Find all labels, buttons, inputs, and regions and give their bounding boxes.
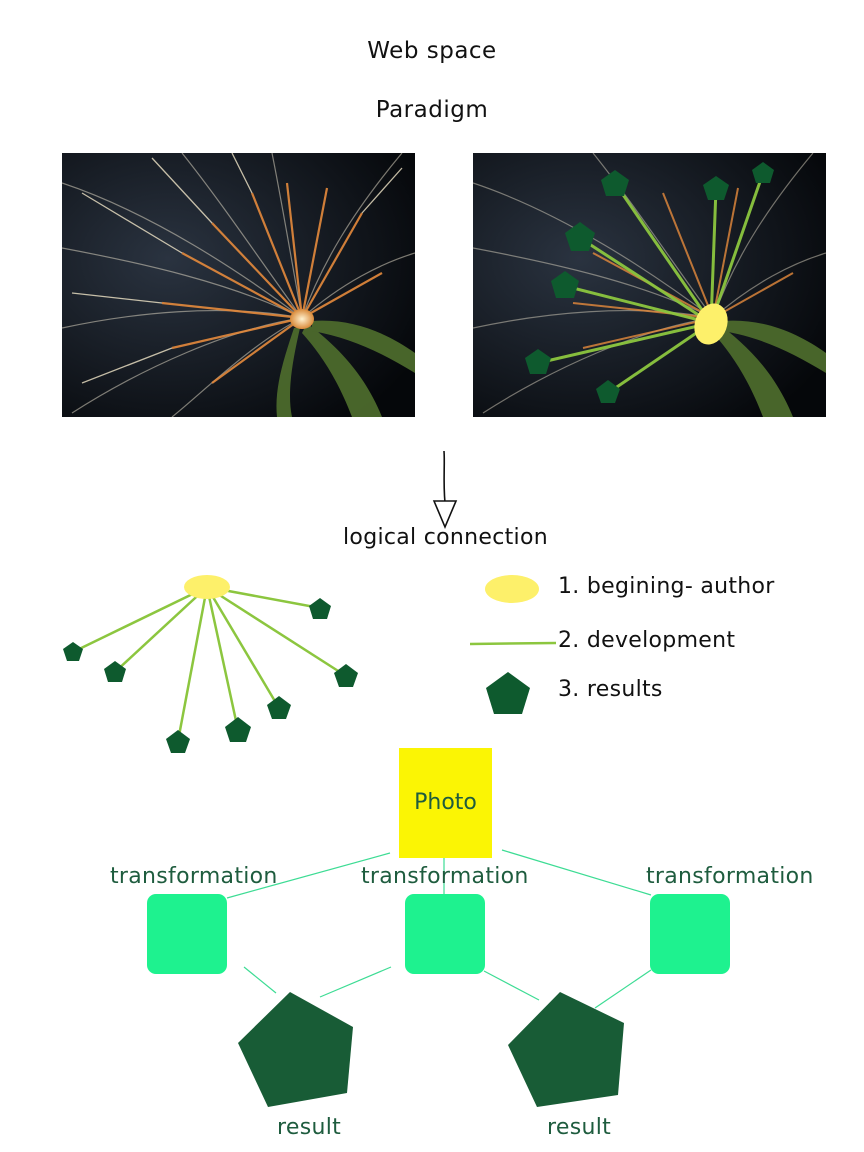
legend-item-results: 3. results [558,677,663,702]
result-label-left: result [277,1115,342,1140]
down-arrow-icon [432,450,458,530]
legend-item-development: 2. development [558,628,736,653]
transformation-node-center [405,894,485,974]
dandelion-photo-original [62,153,415,417]
legend-item-author: 1. begining- author [558,574,775,599]
page-title: Web space [367,38,497,64]
dark-green-pentagon-icon [486,672,530,714]
page-subtitle: Paradigm [375,97,489,123]
dandelion-photo-annotated [473,153,826,417]
transformation-label-left: transformation [110,864,278,889]
arrow-label: logical connection [343,525,548,550]
yellow-ellipse-icon [485,575,539,603]
transformation-node-left [147,894,227,974]
photo-node: Photo [399,748,492,858]
result-label-right: result [547,1115,612,1140]
green-line-icon [469,641,557,646]
transformation-label-right: transformation [646,864,814,889]
result-pentagon-left [238,992,353,1107]
photo-node-label: Photo [414,790,477,815]
transformation-label-center: transformation [361,864,529,889]
transformation-node-right [650,894,730,974]
flow-connectors [226,849,652,1009]
logical-connection-schematic [63,575,358,753]
result-pentagon-right [508,992,624,1107]
